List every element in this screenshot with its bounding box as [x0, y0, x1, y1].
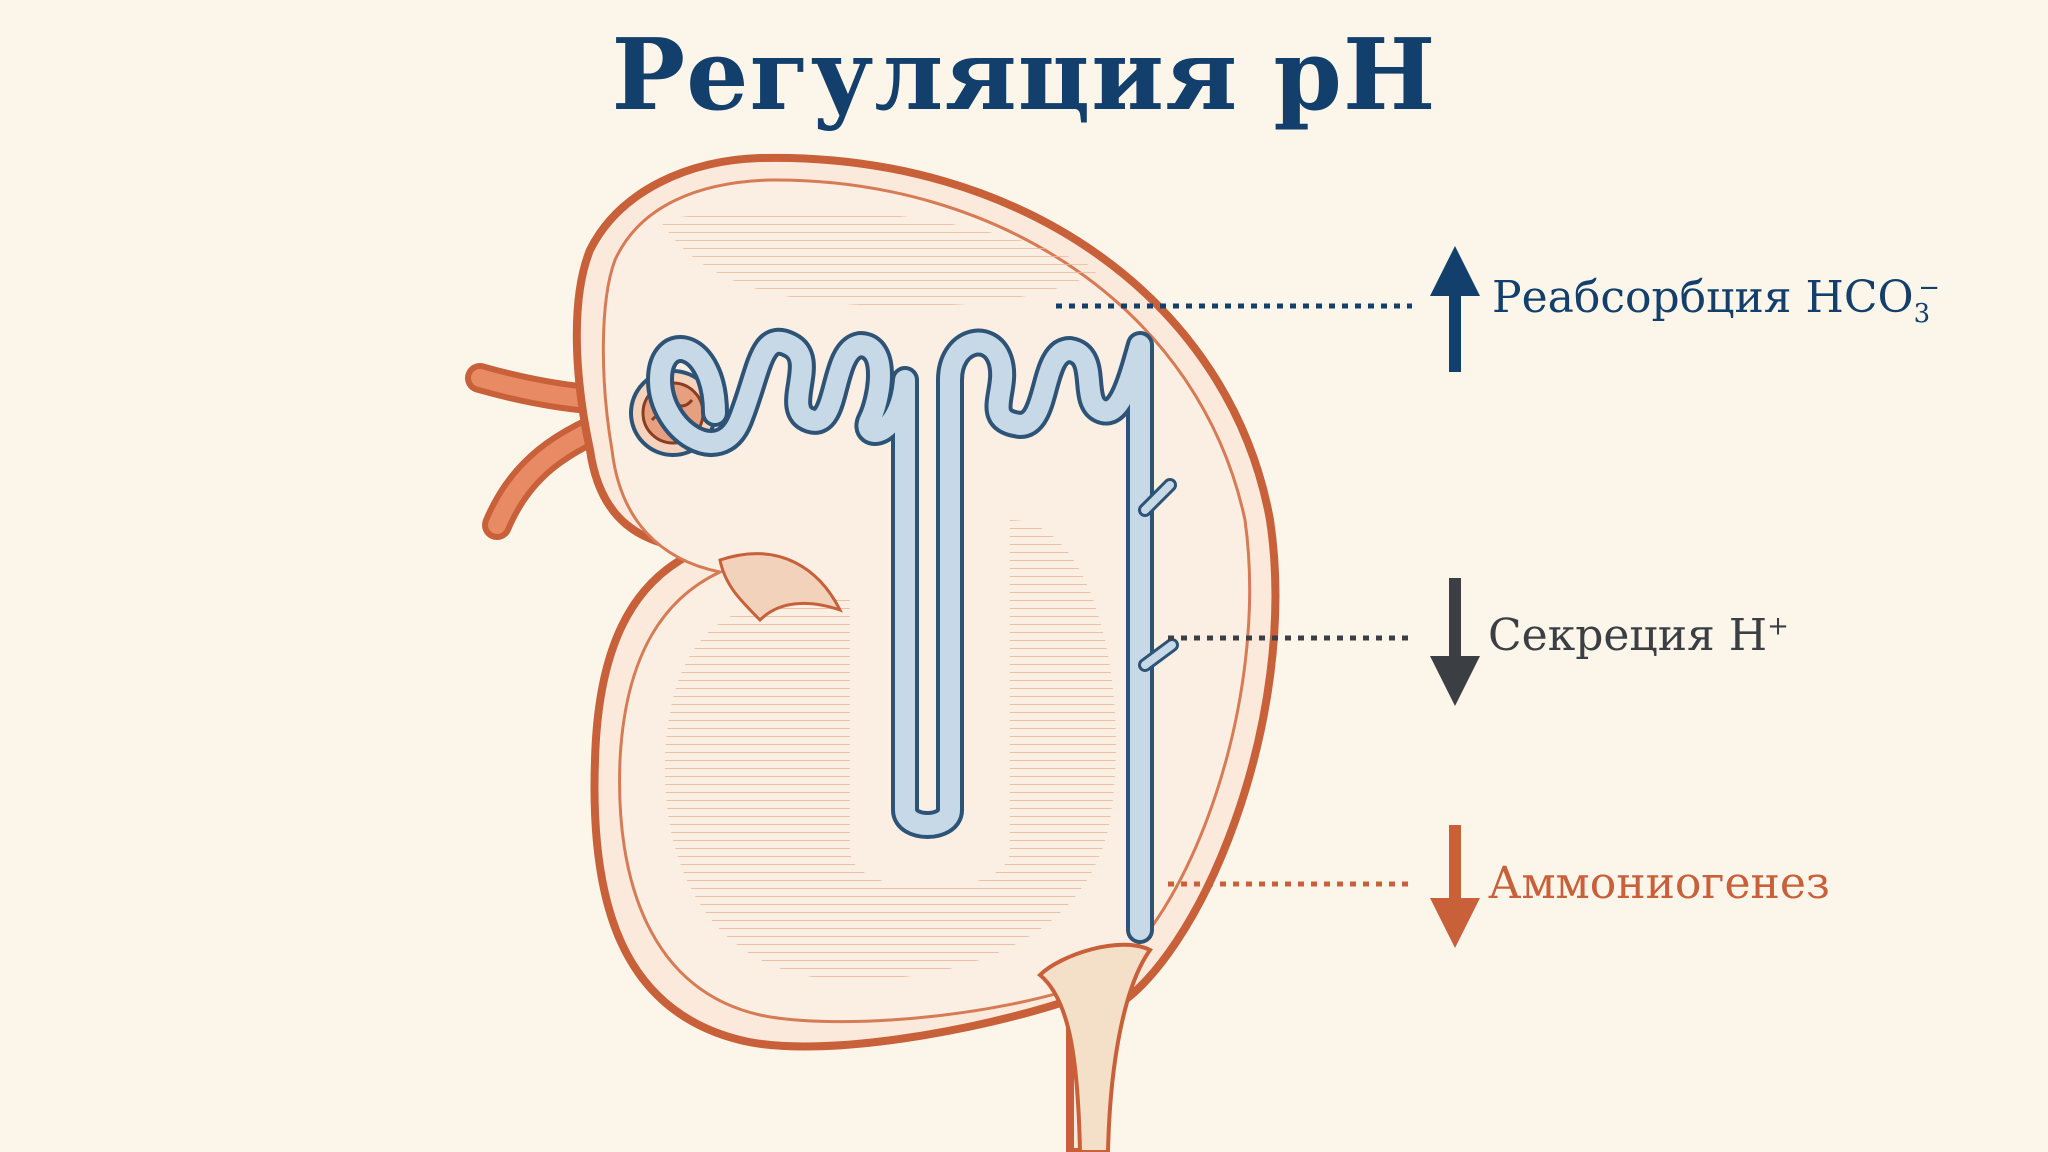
label-reabsorption: Реабсорбция HCO3−: [1492, 272, 1940, 329]
page-title: Регуляция pH: [611, 18, 1437, 133]
renal-pelvis: [718, 552, 843, 623]
label-ammoniagenesis-text: Аммониогенез: [1488, 858, 1830, 909]
nephron-tubule: [646, 327, 1179, 944]
label-reabsorption-text: Реабсорбция HCO: [1492, 272, 1914, 323]
lower-medulla: [664, 520, 1116, 980]
ureter: [1037, 942, 1153, 1152]
label-secretion: Секреция H+: [1488, 610, 1789, 661]
label-reabsorption-sub: 3: [1913, 298, 1931, 329]
arrow-up-icon: [1430, 246, 1480, 372]
arrow-down-icon: [1430, 825, 1480, 948]
label-secretion-sup: +: [1767, 611, 1789, 642]
upper-medulla: [660, 209, 1100, 307]
label-secretion-text: Секреция H: [1488, 610, 1768, 661]
arrow-down-icon: [1430, 578, 1480, 706]
label-reabsorption-sup: −: [1918, 273, 1940, 304]
label-ammoniagenesis: Аммониогенез: [1488, 858, 1830, 909]
